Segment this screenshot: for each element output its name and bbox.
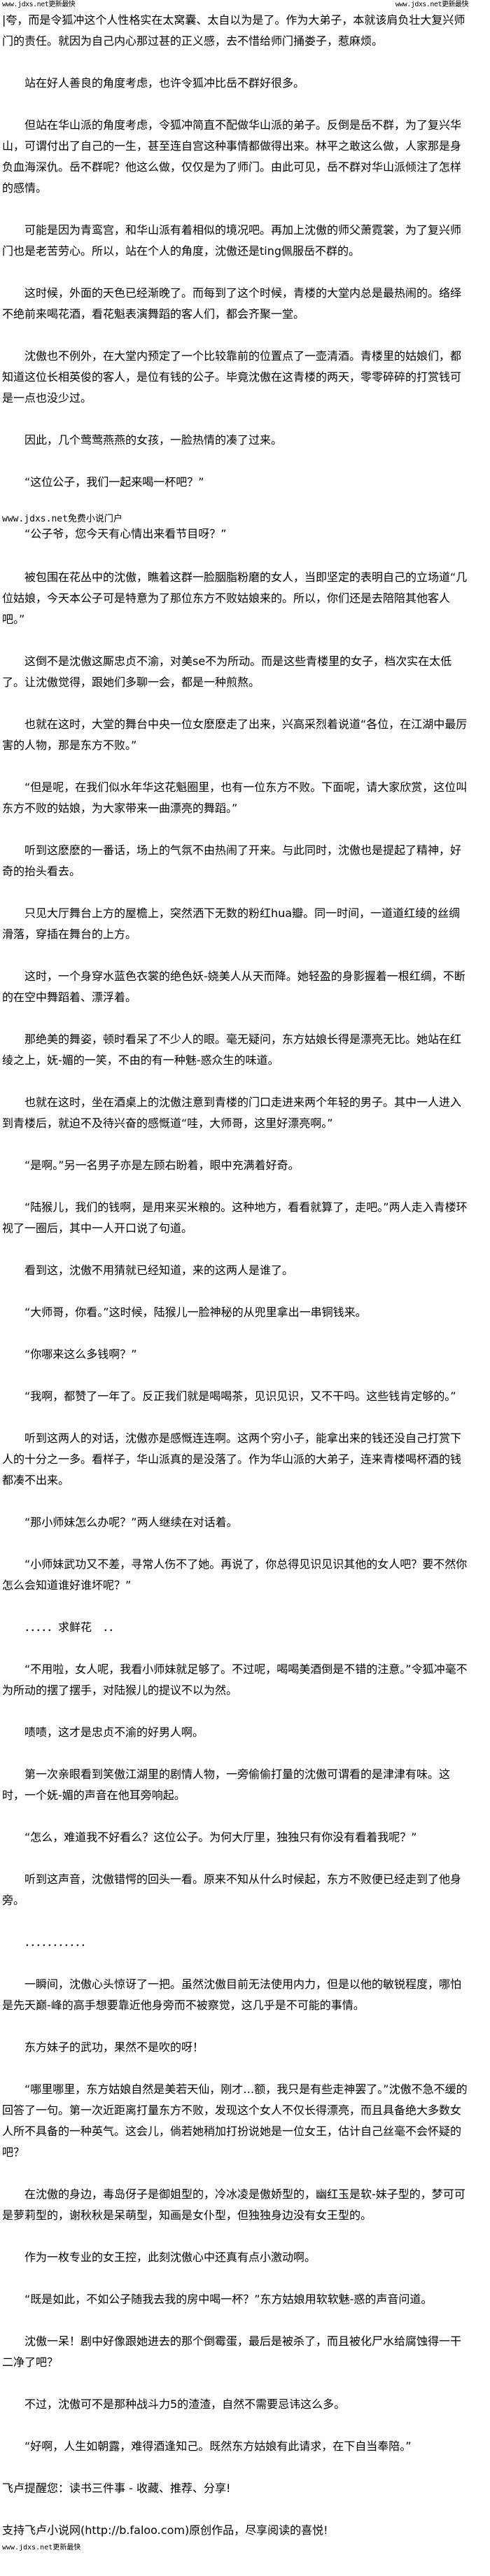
paragraph: “这位公子，我们一起来喝一杯吧？”: [24, 475, 204, 489]
watermark-mid: www.jdxs.net免费小说门户: [2, 514, 122, 524]
paragraph: 这倒不是沈傲这厮忠贞不渝，对美se不为所动。而是这些青楼里的女子，档次实在太低了…: [2, 654, 452, 689]
paragraph: “怎么，难道我不好看么？这位公子。为何大厅里，独独只有你没有看着我呢？”: [24, 1830, 417, 1844]
watermark-row: www.jdxs.net更新最快 www.jdxs.net更新最快: [2, 0, 469, 10]
paragraph: 那绝美的舞姿，顿时看呆了不少人的眼。毫无疑问，东方姑娘长得是漂亮无比。她站在红绫…: [2, 1032, 462, 1067]
paragraph: 作为一枚专业的女王控，此刻沈傲心中还真有点小激动啊。: [24, 2250, 316, 2264]
paragraph: 听到这麽麽的一番话，场上的气氛不由热闹了开来。与此同时，沈傲也是提起了精神，好奇…: [2, 844, 462, 878]
paragraph: “是啊。”另一名男子亦是左顾右盼着，眼中充满着好奇。: [24, 1158, 300, 1172]
footer-reminder: 飞卢提醒您：读书三件事 - 收藏、推荐、分享!: [2, 2482, 231, 2495]
paragraph-group-b: 被包围在花丛中的沈傲，瞧着这群一脸胭脂粉磨的女人，当即坚定的表明自己的立场道“几…: [2, 567, 468, 2457]
watermark-top-left: www.jdxs.net更新最快: [2, 1, 76, 8]
paragraph: 因此，几个莺莺燕燕的女孩，一脸热情的凑了过来。: [24, 433, 283, 447]
chapter-content: www.jdxs.net更新最快 www.jdxs.net更新最快 |夸，而是令…: [2, 0, 469, 2552]
paragraph: 沈傲一呆！剧中好像跟她进去的那个倒霉蛋，最后是被杀了，而且被化尸水给腐蚀得一干二…: [2, 2334, 462, 2369]
paragraph: ．．．．．．．．．．．: [24, 1935, 92, 1949]
paragraph: 东方妹子的武功，果然不是吹的呀！: [24, 2040, 204, 2054]
paragraph: “陆猴儿，我们的钱啊，是用来买米粮的。这种地方，看看就算了，走吧。”两人走入青楼…: [2, 1200, 468, 1235]
paragraph-first-text: |夸，而是令狐冲这个人性格实在太窝囊、太自以为是了。作为大弟子，本就该肩负壮大复…: [2, 13, 465, 48]
paragraph: “好啊，人生如朝露，难得酒逢知己。既然东方姑娘有此请求，在下自当奉陪。”: [24, 2440, 412, 2453]
paragraph-group-a: 站在好人善良的角度考虑，也许令狐冲比岳不群好很多。但站在华山派的角度考虑，令狐冲…: [2, 73, 468, 493]
watermark-top-right: www.jdxs.net更新最快: [395, 1, 469, 8]
paragraph-first: |夸，而是令狐冲这个人性格实在太窝囊、太自以为是了。作为大弟子，本就该肩负壮大复…: [2, 10, 468, 52]
paragraph: 被包围在花丛中的沈傲，瞧着这群一脸胭脂粉磨的女人，当即坚定的表明自己的立场道“几…: [2, 570, 468, 626]
paragraph: 也就在这时，大堂的舞台中央一位女麽麽走了出来，兴高采烈着说道“各位，在江湖中最厉…: [2, 718, 468, 752]
paragraph: “你哪来这么多钱啊？”: [24, 1348, 137, 1361]
paragraph: “我啊，都赞了一年了。反正我们就是喝喝茶，见识见识，又不干吗。这些钱肯定够的。”: [24, 1390, 456, 1403]
paragraph: “那小师妹怎么办呢？”两人继续在对话着。: [24, 1516, 238, 1529]
paragraph: 在沈傲的身边，毒岛伢子是御姐型的，冷冰凌是傲娇型的，幽红玉是软-妹子型的，梦可可…: [2, 2188, 465, 2222]
paragraph: “大师哥，你看。”这时候，陆猴儿一脸神秘的从兜里拿出一串铜钱来。: [24, 1306, 367, 1319]
paragraph: 但站在华山派的角度考虑，令狐冲简直不配做华山派的弟子。反倒是岳不群，为了复兴华山…: [2, 118, 462, 195]
paragraph: 站在好人善良的角度考虑，也许令狐冲比岳不群好很多。: [24, 76, 305, 90]
paragraph: 不过，沈傲可不是那种战斗力5的渣渣，自然不需要忌讳这么多。: [24, 2398, 346, 2411]
paragraph: 一瞬间，沈傲心头惊讶了一把。虽然沈傲目前无法使用内力，但是以他的敏锐程度，哪怕是…: [2, 1977, 462, 2012]
paragraph: “既是如此，不如公子随我去我的房中喝一杯？”东方姑娘用软软魅-惑的声音问道。: [24, 2292, 433, 2306]
paragraph: 看到这，沈傲不用猜就已经知道，来的这两人是谁了。: [24, 1264, 294, 1277]
paragraph: 也就在这时，坐在酒桌上的沈傲注意到青楼的门口走进来两个年轻的男子。其中一人进入到…: [2, 1096, 462, 1130]
paragraph: “哪里哪里，东方姑娘自然是美若天仙，刚才…额，我只是有些走神罢了。”沈傲不急不缓…: [2, 2082, 468, 2159]
paragraph: 沈傲也不例外，在大堂内预定了一个比较靠前的位置点了一壶清酒。青楼里的姑娘们，都知…: [2, 349, 462, 405]
watermark-bottom: www.jdxs.net更新最快: [2, 2544, 81, 2552]
paragraph: “但是呢，在我们似水年华这花魁圈里，也有一位东方不败。下面呢，请大家欣赏，这位叫…: [2, 780, 468, 815]
paragraph: 啧啧，这才是忠贞不渝的好男人啊。: [24, 1726, 204, 1739]
paragraph: 可能是因为青鸾宫，和华山派有着相似的境况吧。再加上沈傲的师父萧霓裳，为了复兴师门…: [2, 223, 462, 258]
paragraph: “小师妹武功又不差，寻常人伤不了她。再说了，你总得见识见识其他的女人吧？要不然你…: [2, 1558, 468, 1592]
paragraph: 只见大厅舞台上方的屋檐上，突然洒下无数的粉红hua瓣。同一时间，一道道红绫的丝绸…: [2, 906, 461, 941]
paragraph: 听到这两人的对话，沈傲亦是感慨连连啊。这两个穷小子，能拿出来的钱还没自己打赏下人…: [2, 1432, 462, 1487]
paragraph: 这时，一个身穿水蓝色衣裳的绝色妖-娆美人从天而降。她轻盈的身影握着一根红绸，不断…: [2, 969, 465, 1004]
footer-support-link[interactable]: 支持飞卢小说网(http://b.faloo.com)原创作品，尽享阅读的喜悦!: [2, 2524, 328, 2537]
paragraph: 听到这声音，沈傲错愕的回头一看。原来不知从什么时候起，东方不败便已经走到了他身旁…: [2, 1872, 462, 1907]
paragraph: ．．．．．求鲜花 ．．: [24, 1620, 120, 1634]
paragraph: 这时候，外面的天色已经渐晚了。而每到了这个时候，青楼的大堂内总是最热闹的。络绎不…: [2, 286, 462, 321]
paragraph-quote: “公子爷，您今天有心情出来看节目呀？”: [24, 527, 227, 540]
paragraph: 第一次亲眼看到笑傲江湖里的剧情人物，一旁偷偷打量的沈傲可谓看的是津津有味。这时，…: [2, 1768, 451, 1802]
paragraph: “不用啦，女人呢，我看小师妹就足够了。不过呢，喝喝美酒倒是不错的注意。”令狐冲毫…: [2, 1662, 468, 1697]
